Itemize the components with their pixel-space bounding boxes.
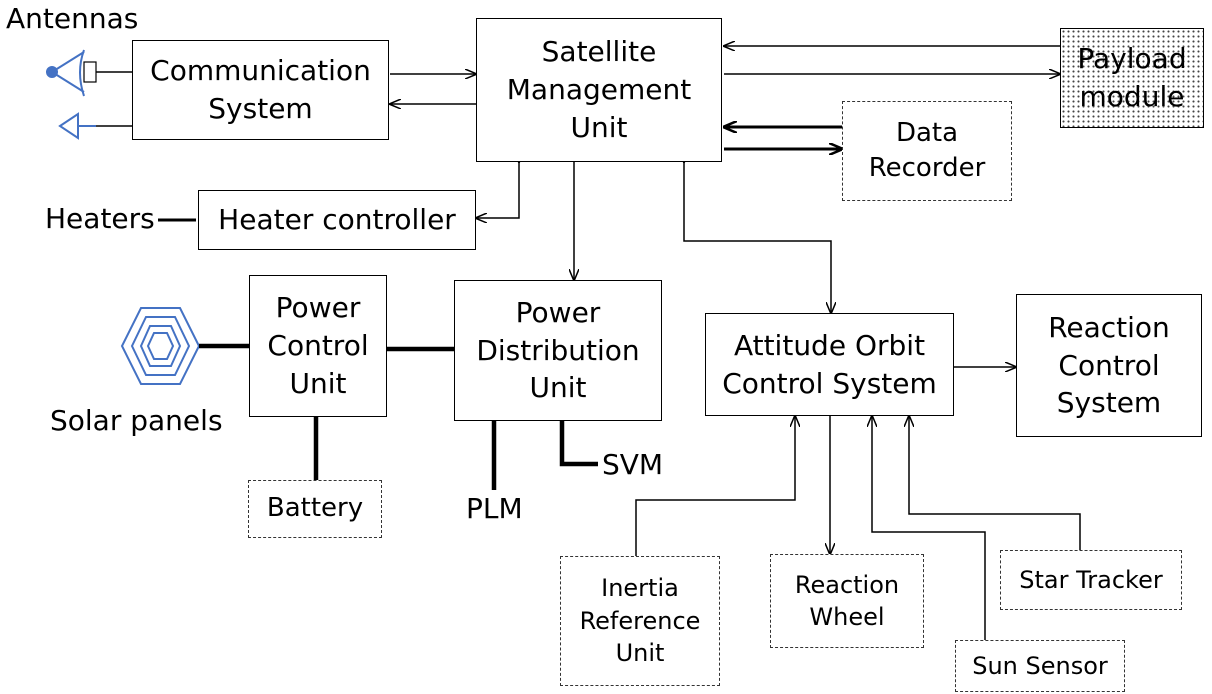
attitude-orbit-control-system-block: Attitude Orbit Control System — [705, 313, 954, 416]
power-links — [199, 343, 598, 490]
antenna-horn-icon — [58, 112, 96, 140]
power-control-unit-block: Power Control Unit — [249, 275, 387, 417]
battery-block: Battery — [248, 480, 382, 538]
communication-system-block: Communication System — [132, 40, 389, 140]
smu-payload-arrows — [724, 46, 1060, 74]
payload-module-block: Payload module — [1060, 28, 1204, 128]
smu-recorder-arrows — [724, 127, 842, 149]
satellite-management-unit-block: Satellite Management Unit — [476, 18, 722, 162]
antenna-links — [96, 71, 132, 127]
sensor-links — [635, 416, 1081, 640]
heater-controller-block: Heater controller — [198, 190, 476, 250]
sun-sensor-block: Sun Sensor — [955, 640, 1125, 692]
solar-panels-label: Solar panels — [50, 404, 223, 437]
svm-label: SVM — [602, 448, 664, 481]
reaction-wheel-block: Reaction Wheel — [770, 554, 924, 648]
reaction-control-system-block: Reaction Control System — [1016, 294, 1202, 437]
antennas-label: Antennas — [6, 2, 139, 35]
data-recorder-block: Data Recorder — [842, 101, 1012, 201]
plm-label: PLM — [466, 492, 523, 525]
antenna-dish-icon — [46, 49, 97, 97]
comm-smu-arrows — [390, 74, 476, 104]
heaters-label: Heaters — [45, 202, 155, 235]
solar-panel-icon — [120, 307, 201, 385]
smu-heater-arrow — [476, 162, 519, 218]
smu-aocs-arrow — [684, 162, 831, 313]
inertia-reference-unit-block: Inertia Reference Unit — [560, 556, 720, 686]
power-distribution-unit-block: Power Distribution Unit — [454, 280, 662, 421]
star-tracker-block: Star Tracker — [1000, 550, 1182, 610]
